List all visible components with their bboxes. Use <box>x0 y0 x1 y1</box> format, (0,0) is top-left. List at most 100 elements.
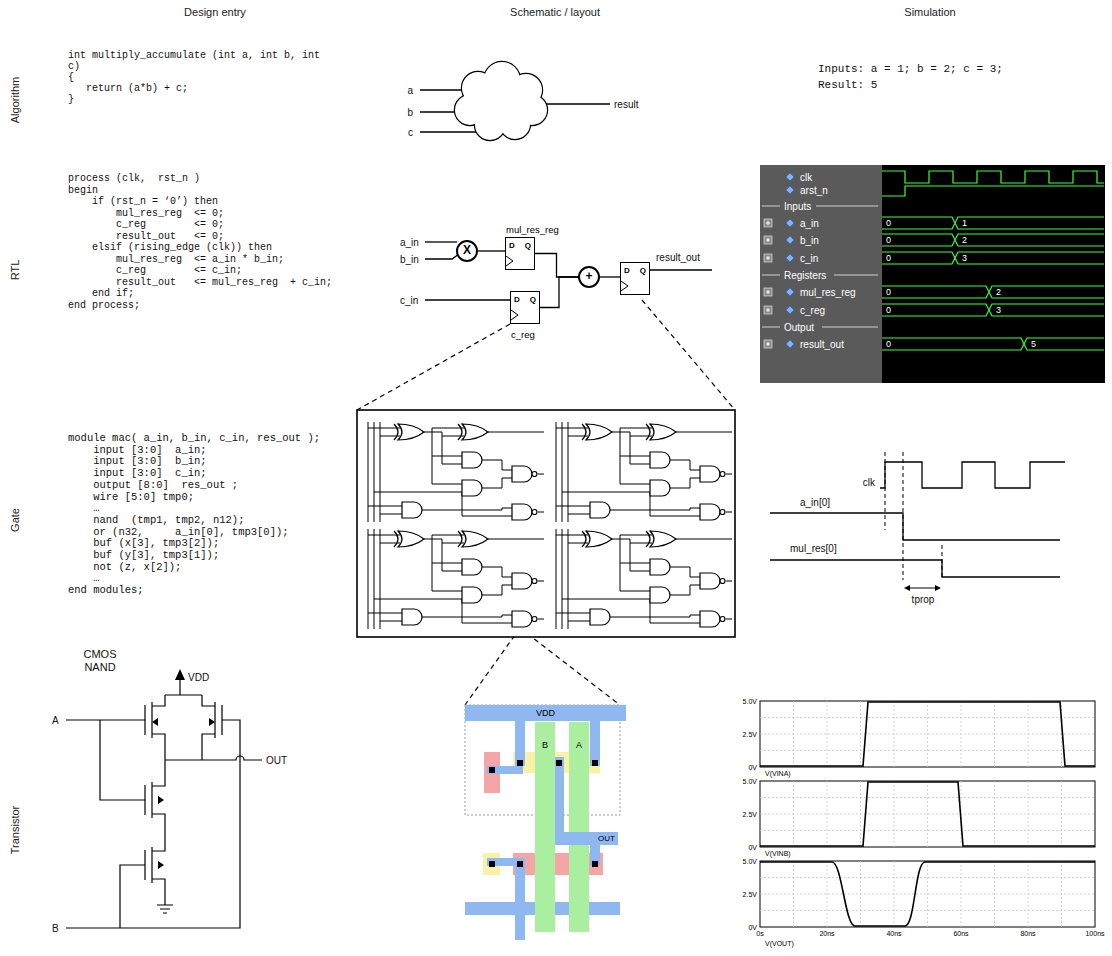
shape-label: X <box>458 243 476 257</box>
net-name: OUT <box>266 755 287 766</box>
waveform-viewer <box>786 173 794 181</box>
timing-diagram <box>770 452 1065 591</box>
pin-name: D <box>509 241 515 250</box>
clock-input-symbol <box>506 256 513 266</box>
adder-symbol: + <box>578 266 600 288</box>
wave-signal-name: a_in <box>800 218 819 229</box>
code-line: end if; <box>68 288 134 299</box>
rtl-wire <box>650 269 712 270</box>
column-header: Simulation <box>904 6 955 18</box>
register-box: mul_res_regDQ <box>505 237 535 270</box>
cell-layout <box>590 721 600 766</box>
code-line: input [3:0] a_in; <box>68 444 207 456</box>
waveform-viewer <box>764 219 772 348</box>
net-name: B <box>52 923 59 934</box>
code-line: } <box>68 94 74 105</box>
signal-wire <box>478 250 505 251</box>
transistor-schematic <box>158 796 164 804</box>
code-line: elsif (rising_edge (clk)) then <box>68 242 272 253</box>
cell-layout <box>465 705 620 940</box>
signal-name: a_in <box>400 237 419 248</box>
clock-input-symbol <box>511 310 518 320</box>
transistor-schematic <box>66 669 262 928</box>
analog-plot <box>760 701 1095 927</box>
cell-layout <box>487 766 523 774</box>
timing-diagram <box>885 452 942 580</box>
cell-layout <box>515 858 525 940</box>
register-box: DQc_reg <box>510 291 540 324</box>
axis-value: 60ns <box>953 930 968 937</box>
code-line: wire [5:0] tmp0; <box>68 491 194 503</box>
row-header: Transistor <box>9 806 21 855</box>
cell-layout <box>489 861 495 867</box>
signal-name: c_in <box>400 295 418 306</box>
axis-value: 0s <box>756 930 763 937</box>
waveform-viewer <box>786 288 794 296</box>
waveform-viewer <box>766 221 770 346</box>
code-line: return (a*b) + c; <box>68 83 188 94</box>
output-metal: OUT <box>555 832 618 845</box>
register-name: c_reg <box>511 329 535 340</box>
code-line: mul_res_reg <= a_in * b_in; <box>68 254 284 265</box>
axis-value: 40ns <box>886 930 901 937</box>
clock-input-symbol <box>511 310 519 321</box>
code-line: buf (y[3], tmp3[1]); <box>68 549 219 561</box>
trace-name: V(VINA) <box>765 770 791 777</box>
waveform-viewer <box>786 306 794 314</box>
code-line: result_out <= mul_res_reg + c_in; <box>68 277 332 288</box>
waveform-viewer <box>882 186 1104 196</box>
gate-schematic <box>556 422 732 522</box>
axis-value: 0V <box>748 924 757 931</box>
axis-value: 5.0V <box>743 778 757 785</box>
waveform-viewer <box>882 338 1104 350</box>
signal-wire <box>535 254 578 278</box>
wave-value: 0 <box>886 218 891 228</box>
net-name: VDD <box>188 672 209 683</box>
signal-wire <box>600 276 620 277</box>
code-line: process (clk, rst_n ) <box>68 173 200 184</box>
wave-value: 2 <box>962 235 967 245</box>
zoom-line <box>520 628 620 705</box>
code-line: input [3:0] b_in; <box>68 455 207 467</box>
simulation-output: Result: 5 <box>818 79 877 91</box>
shape-label: B <box>535 740 555 750</box>
code-line: end process; <box>68 300 140 311</box>
waveform-viewer <box>882 171 1104 183</box>
wave-signal-name: mul_res_reg <box>800 287 856 298</box>
signal-name: c <box>408 127 413 138</box>
transistor-schematic <box>158 861 164 869</box>
wave-signal-name: Registers <box>784 270 826 281</box>
timing-diagram <box>904 585 910 591</box>
analog-plot <box>760 861 1095 927</box>
shape-label: A <box>569 740 589 750</box>
wave-value: 0 <box>886 253 891 263</box>
waveform-viewer <box>786 173 794 348</box>
waveform-viewer <box>882 252 1104 264</box>
code-line: … <box>68 502 100 514</box>
code-line: … <box>68 572 100 584</box>
wave-signal-name: b_in <box>800 235 819 246</box>
wave-value: 0 <box>886 235 891 245</box>
cell-layout <box>556 760 562 766</box>
code-line: c_reg <= 0; <box>68 219 224 230</box>
code-line: not (z, x[2]); <box>68 561 181 573</box>
cell-layout <box>592 760 598 766</box>
waveform-viewer <box>760 165 1105 383</box>
column-header: Design entry <box>184 6 246 18</box>
transistor-schematic <box>145 846 165 905</box>
pin-name: D <box>624 266 630 275</box>
row-header: RTL <box>9 260 21 281</box>
circuit-title: CMOS NAND <box>75 648 125 673</box>
wave-value: 0 <box>886 339 891 349</box>
cell-layout <box>517 760 523 766</box>
waveform-viewer <box>882 234 1104 246</box>
waveform-viewer <box>762 206 878 327</box>
cell-layout <box>513 853 603 875</box>
cloud-block <box>455 62 547 140</box>
pin-name: Q <box>640 266 646 275</box>
axis-value: 0V <box>748 764 757 771</box>
code-line: end modules; <box>68 584 144 596</box>
code-line: nand (tmp1, tmp2, n12); <box>68 514 244 526</box>
poly-gate: B <box>535 722 555 932</box>
cloud-block <box>478 82 522 126</box>
